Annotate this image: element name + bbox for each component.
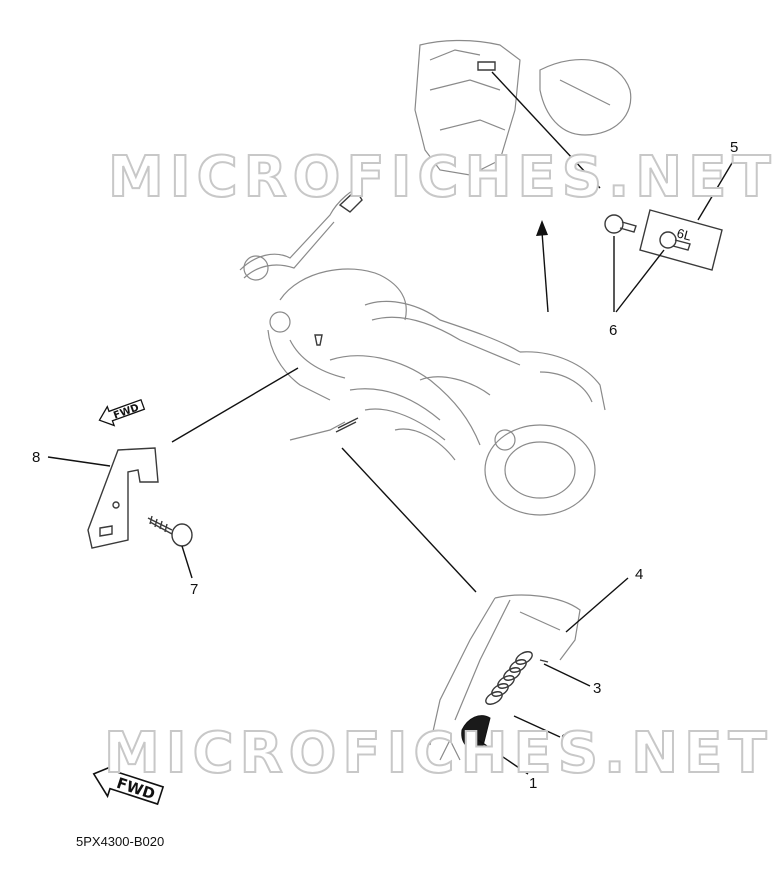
watermark-top: MICROFICHES.NET — [108, 145, 772, 210]
callout-6: 6 — [609, 322, 617, 339]
screw-part — [147, 515, 193, 547]
sidestand-inset — [429, 594, 581, 761]
drawing-code: 5PX4300-B020 — [76, 834, 164, 849]
rear-fender-inset — [414, 39, 632, 176]
rivet-parts — [604, 214, 691, 251]
motorcycle-illustration — [239, 184, 606, 516]
label-plate-part: 6L — [639, 209, 723, 271]
callout-7: 7 — [190, 581, 198, 598]
callout-4: 4 — [635, 566, 643, 583]
callout-1: 1 — [529, 775, 537, 792]
bracket-part — [87, 447, 159, 549]
callout-8: 8 — [32, 449, 40, 466]
callout-2: 2 — [561, 731, 569, 748]
callout-3: 3 — [593, 680, 601, 697]
leader-bracket — [171, 367, 299, 443]
direction-arrow-up — [536, 220, 549, 313]
fwd-label-small: FWD — [112, 402, 140, 421]
callout-5: 5 — [730, 139, 738, 156]
callout-leaders — [47, 157, 736, 775]
leader-sidestand — [341, 447, 477, 593]
fwd-arrow-small: FWD — [98, 398, 146, 427]
watermark-bottom: MICROFICHES.NET — [104, 721, 772, 786]
label-plate-text: 6L — [675, 225, 693, 243]
callout-numbers: 1 2 3 4 5 6 7 8 — [32, 139, 738, 792]
leader-inset — [491, 71, 601, 189]
